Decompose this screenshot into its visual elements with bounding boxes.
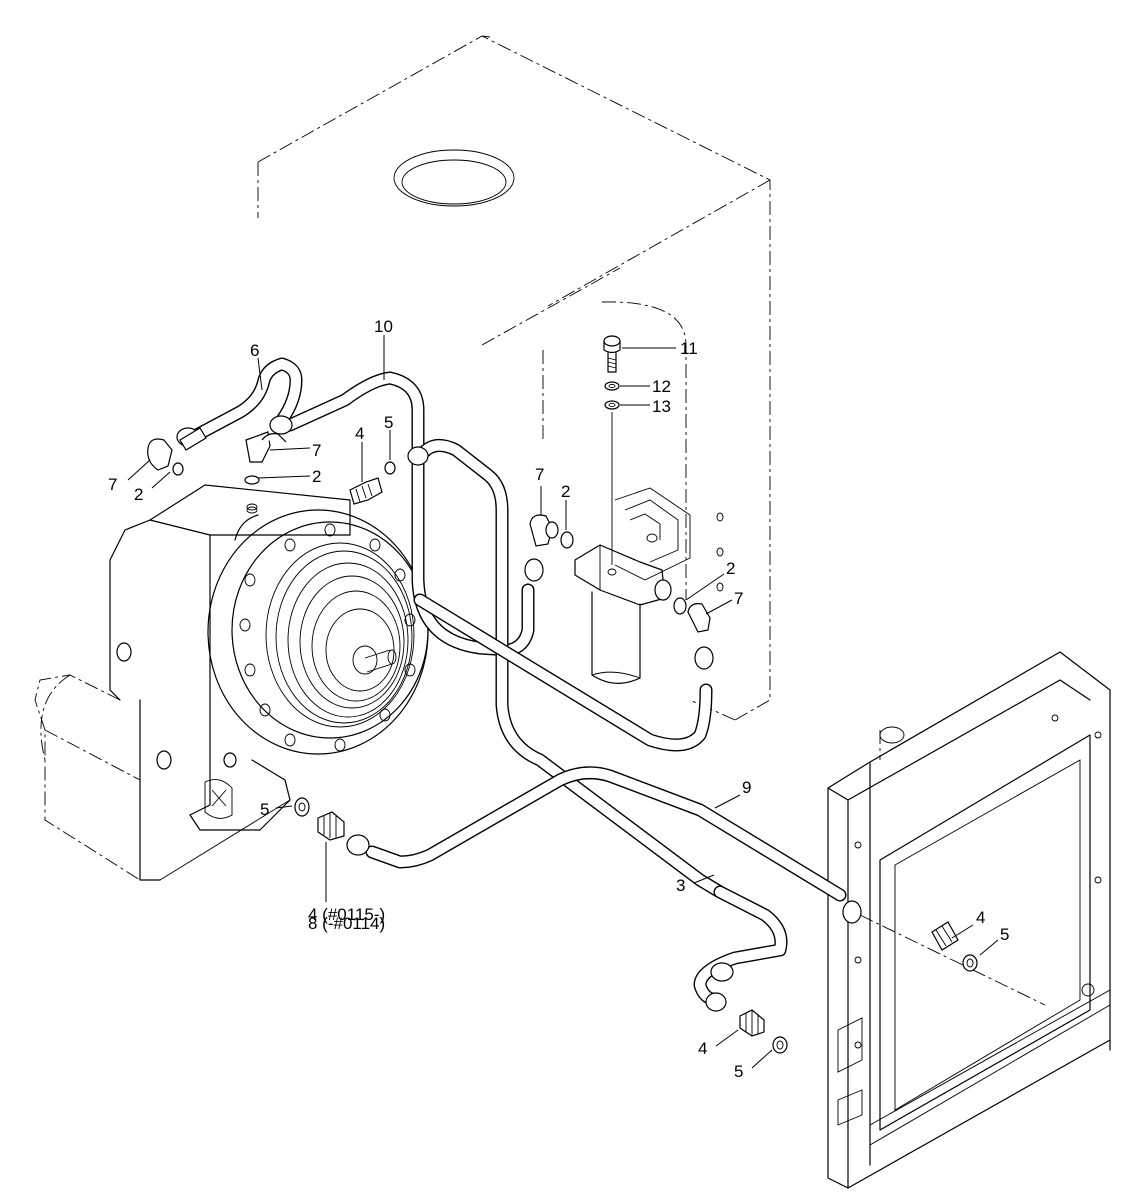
callout-7-center: 7	[312, 441, 321, 460]
oil-cooler	[827, 651, 1111, 1189]
callout-7-left: 7	[108, 475, 117, 494]
hydraulic-tank	[257, 35, 771, 721]
hose-inlet	[417, 439, 727, 899]
hose-9	[365, 766, 847, 902]
callout-7-filter-left: 7	[535, 465, 544, 484]
hose-6	[188, 357, 303, 443]
callout-5-left: 5	[260, 800, 269, 819]
callout-5-right: 5	[1000, 925, 1009, 944]
callout-7-filter-right: 7	[734, 589, 743, 608]
hose-10	[283, 371, 535, 657]
callout-2-center: 2	[312, 467, 321, 486]
flange-assembly	[207, 509, 429, 755]
callout-4-serial: 4 (#0115-)	[308, 905, 385, 924]
callout-11: 11	[680, 339, 698, 358]
callout-10: 10	[374, 317, 393, 336]
callout-8-serial: 8 (-#0114)	[308, 914, 385, 933]
leader-lines	[127, 335, 999, 1069]
oil-filter-assembly	[574, 335, 724, 684]
callout-4-right: 4	[976, 908, 985, 927]
callout-6: 6	[250, 341, 259, 360]
callout-9: 9	[742, 778, 751, 797]
callout-4-top: 4	[355, 424, 364, 443]
callout-5-top: 5	[384, 413, 393, 432]
callout-5-bottom: 5	[734, 1062, 743, 1081]
hose-filter-outlet	[413, 593, 713, 752]
callout-2-left: 2	[134, 485, 143, 504]
callout-13: 13	[652, 397, 671, 416]
hose-3	[693, 885, 788, 1007]
callout-2-filter-left: 2	[561, 482, 570, 501]
callout-3: 3	[676, 876, 685, 895]
callout-labels: 10 6 7 2 7 2 4 5 11 12 13 7 2 2 7 9 5 4 …	[108, 317, 1009, 1081]
transmission-housing	[34, 484, 351, 881]
fittings	[147, 415, 978, 1054]
callout-4-bottom: 4	[698, 1039, 707, 1058]
callout-12: 12	[652, 377, 671, 396]
callout-2-filter-right: 2	[726, 559, 735, 578]
